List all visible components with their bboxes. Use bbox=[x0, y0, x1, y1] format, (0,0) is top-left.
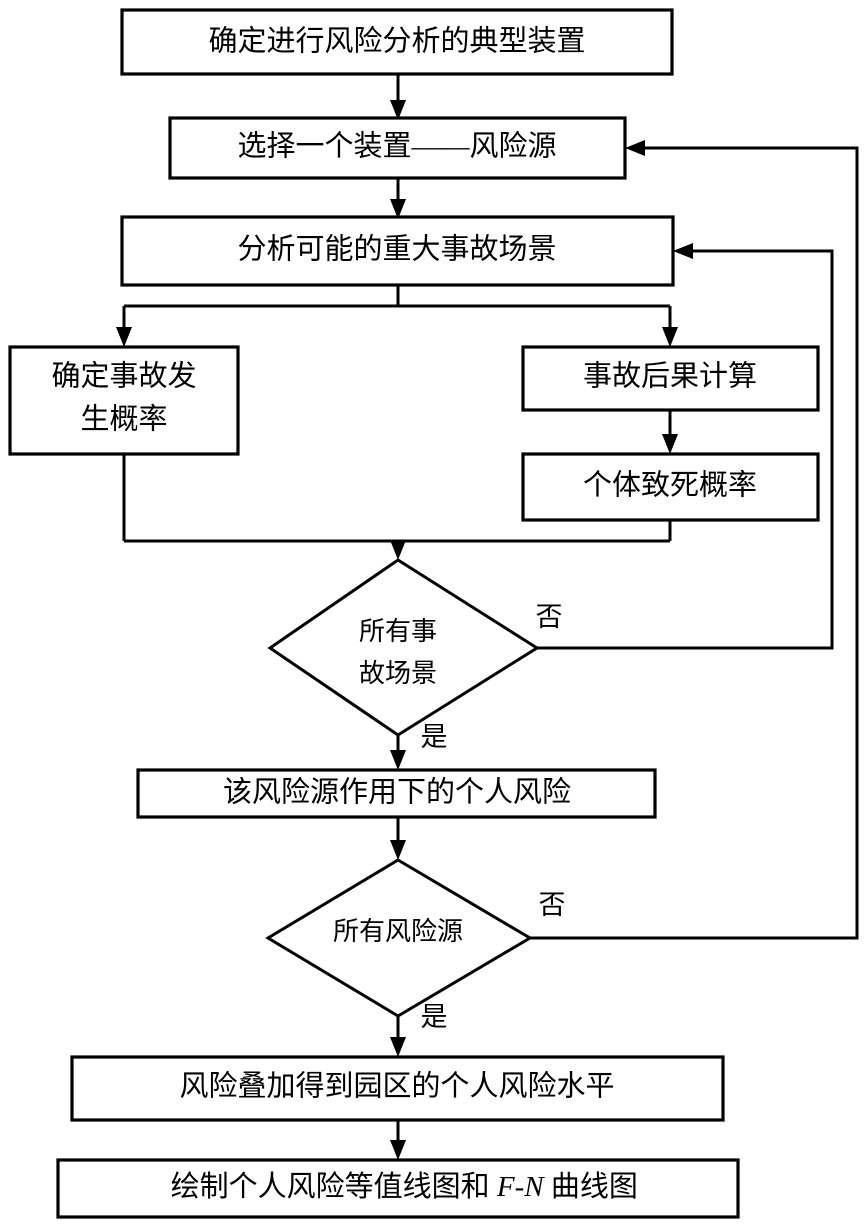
node-determine-typical-installation[interactable]: 确定进行风险分析的典型装置 bbox=[120, 8, 674, 76]
decision-all-risk-sources[interactable]: 所有风险源 bbox=[265, 858, 533, 1018]
node-label: 事故后果计算 bbox=[583, 360, 757, 393]
node-label-line-1: 确定事故发 bbox=[51, 360, 196, 393]
arrowhead-d2-no-loop bbox=[625, 140, 645, 156]
node-label-aggregate: 风险叠加得到园区的个人风险水平 bbox=[179, 1070, 614, 1103]
arrowhead-n8-n9 bbox=[390, 1140, 406, 1160]
edge-label-scenario-yes: 是 bbox=[421, 722, 448, 752]
node-individual-risk-under-this-source[interactable]: 该风险源作用下的个人风险 bbox=[136, 768, 657, 819]
node-rect bbox=[136, 768, 657, 819]
arrowhead-d2-yes bbox=[390, 1037, 406, 1057]
node-label: 个体致死概率 bbox=[583, 469, 757, 502]
edge-d1-no-loop bbox=[537, 249, 834, 650]
node-label-plot-part-1: 绘制个人风险等值线图和 bbox=[171, 1170, 497, 1203]
node-rect bbox=[120, 8, 674, 76]
arrowhead-fork-n4 bbox=[116, 327, 132, 347]
connectors bbox=[116, 74, 859, 1160]
node-rect bbox=[56, 1158, 740, 1219]
node-analyze-major-accident-scenarios[interactable]: 分析可能的重大事故场景 bbox=[120, 215, 675, 287]
node-plot-risk-contour-and-fn-curve[interactable]: 绘制个人风险等值线图和 F-N 曲线图 bbox=[56, 1158, 740, 1219]
node-select-one-installation-risk-source[interactable]: 选择一个装置——风险源 bbox=[168, 116, 627, 180]
arrowhead-d1-no-loop bbox=[673, 243, 693, 259]
arrowhead-n2-n3 bbox=[390, 199, 406, 219]
arrowhead-n7-d2 bbox=[390, 840, 406, 860]
edge-label-source-no: 否 bbox=[539, 890, 566, 920]
node-label-plot: 绘制个人风险等值线图和 F-N 曲线图 bbox=[105, 1170, 688, 1203]
decision-label: 所有风险源 bbox=[333, 917, 463, 946]
decision-diamond bbox=[265, 858, 533, 1018]
arrowhead-n5-n6 bbox=[662, 434, 678, 454]
node-accident-consequence-calculation[interactable]: 事故后果计算 bbox=[521, 345, 820, 412]
node-label-plot-part-2-italic: F-N bbox=[496, 1171, 545, 1203]
node-aggregate-park-individual-risk-level[interactable]: 风险叠加得到园区的个人风险水平 bbox=[70, 1055, 725, 1122]
arrowhead-n1-n2 bbox=[390, 100, 406, 120]
node-label: 分析可能的重大事故场景 bbox=[237, 233, 556, 266]
node-rect bbox=[521, 452, 820, 522]
decision-all-accident-scenarios[interactable]: 所有事 故场景 bbox=[267, 558, 540, 737]
node-label-plot-part-3: 曲线图 bbox=[544, 1170, 638, 1203]
node-label: 该风险源作用下的个人风险 bbox=[223, 776, 571, 809]
edge-label-scenario-no: 否 bbox=[536, 602, 563, 632]
node-rect bbox=[8, 345, 240, 456]
arrowhead-merge-d1 bbox=[390, 540, 406, 560]
node-rect bbox=[521, 345, 820, 412]
node-label: 选择一个装置——风险源 bbox=[237, 130, 556, 163]
node-rect bbox=[168, 116, 627, 180]
node-individual-fatality-probability[interactable]: 个体致死概率 bbox=[521, 452, 820, 522]
decision-label-line-2: 故场景 bbox=[359, 659, 437, 688]
node-label: 确定进行风险分析的典型装置 bbox=[208, 25, 585, 58]
node-label-line-2: 生概率 bbox=[80, 403, 167, 436]
node-determine-accident-probability[interactable]: 确定事故发 生概率 bbox=[8, 345, 240, 456]
arrowhead-fork-n5 bbox=[662, 327, 678, 347]
arrowhead-d1-yes bbox=[390, 750, 406, 770]
node-rect bbox=[70, 1055, 725, 1122]
node-rect bbox=[120, 215, 675, 287]
edge-label-source-yes: 是 bbox=[421, 1002, 448, 1032]
decision-label-line-1: 所有事 bbox=[359, 617, 437, 646]
edge-d2-no-loop bbox=[530, 146, 859, 940]
decision-diamond bbox=[267, 558, 540, 737]
